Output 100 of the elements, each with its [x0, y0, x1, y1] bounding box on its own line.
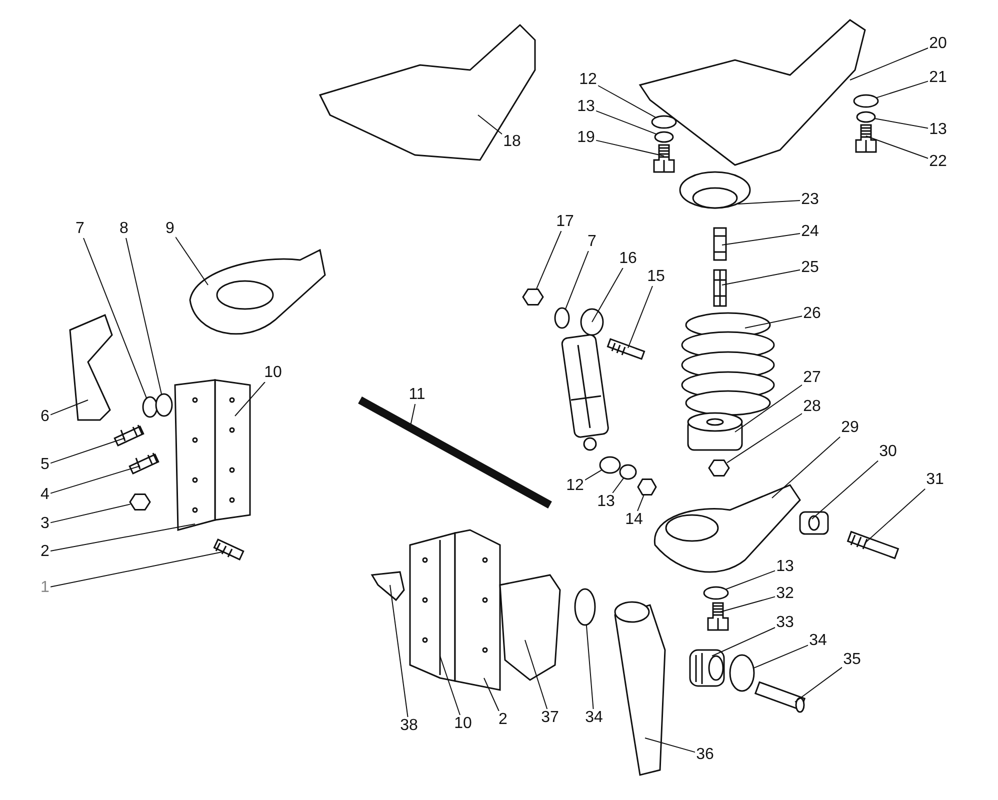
washer — [599, 456, 621, 474]
leader-line — [50, 400, 88, 416]
leader-line — [595, 140, 664, 156]
clamp-arm — [654, 484, 801, 573]
callout-number: 7 — [586, 233, 598, 251]
spring-cup — [679, 171, 751, 209]
leader-line — [720, 596, 776, 612]
leader-line — [536, 230, 562, 290]
callout-number: 27 — [802, 369, 822, 387]
callout-number: 8 — [118, 220, 130, 238]
washer — [651, 115, 677, 129]
shock-absorber — [560, 308, 610, 451]
leader-line — [584, 469, 602, 481]
leader-line — [83, 238, 148, 399]
nut — [637, 478, 657, 496]
leader-line — [722, 233, 801, 246]
callout-number: 11 — [408, 386, 426, 404]
leader-line — [50, 438, 126, 464]
callout-number: 15 — [646, 268, 666, 286]
clamp-arm — [189, 249, 326, 334]
washer — [142, 396, 158, 418]
bolt — [855, 124, 877, 153]
leader-line — [637, 494, 644, 512]
callout-number: 9 — [164, 220, 176, 238]
plate — [454, 529, 501, 691]
plate — [214, 379, 251, 521]
bracket — [499, 574, 561, 681]
washer — [856, 111, 876, 123]
leader-line — [50, 524, 196, 552]
callout-number: 30 — [878, 443, 898, 461]
tab — [370, 571, 405, 602]
callout-number: 12 — [578, 71, 598, 89]
leader-line — [612, 477, 624, 494]
leader-line — [712, 627, 776, 656]
bushing — [689, 649, 725, 687]
nut — [522, 288, 544, 306]
leader-line — [725, 570, 776, 590]
stud — [713, 227, 727, 261]
leader-line — [50, 552, 222, 588]
leader-line — [592, 268, 624, 322]
callout-number: 7 — [74, 220, 86, 238]
leader-line — [524, 640, 548, 710]
bolt — [653, 144, 675, 173]
callout-number: 10 — [263, 364, 283, 382]
bushing — [799, 511, 829, 535]
leader-line — [484, 678, 500, 712]
lever-arm — [614, 601, 666, 776]
washer — [853, 94, 879, 108]
rubber-pad — [687, 412, 743, 451]
leader-line — [175, 236, 208, 286]
callout-number: 29 — [840, 419, 860, 437]
leader-line — [50, 466, 140, 494]
callout-number: 35 — [842, 651, 862, 669]
nut — [708, 459, 730, 477]
leader-line — [726, 413, 803, 464]
washer — [729, 654, 755, 692]
leader-line — [874, 118, 929, 129]
washer — [554, 307, 570, 329]
callout-number: 31 — [925, 471, 945, 489]
leader-line — [812, 460, 879, 520]
leader-line — [595, 110, 658, 135]
bolt — [707, 602, 729, 631]
leader-line — [440, 656, 460, 716]
washer — [574, 588, 596, 626]
leader-line — [234, 382, 266, 416]
leader-line — [850, 48, 929, 80]
callout-number: 16 — [618, 250, 638, 268]
washer — [654, 131, 674, 143]
coil-spring — [681, 312, 775, 416]
leader-line — [644, 738, 696, 753]
leader-line — [628, 286, 653, 348]
plate — [174, 379, 216, 531]
leader-line — [864, 488, 926, 544]
mounting-bracket — [638, 19, 866, 166]
leader-line — [597, 85, 656, 118]
nut — [129, 493, 151, 511]
plate — [409, 532, 456, 682]
leader-line — [586, 624, 594, 710]
callout-number: 28 — [802, 398, 822, 416]
leader-line — [876, 80, 929, 98]
callout-number: 17 — [555, 213, 575, 231]
bracket — [69, 314, 113, 421]
leader-line — [744, 316, 803, 328]
leader-line — [722, 269, 801, 286]
leader-line — [738, 200, 801, 204]
leader-line — [126, 238, 162, 395]
leader-line — [390, 584, 408, 718]
leader-line — [734, 384, 803, 432]
leader-line — [564, 250, 589, 310]
mounting-bracket — [318, 24, 536, 161]
washer — [155, 393, 173, 417]
leader-line — [753, 644, 809, 669]
leader-line — [50, 504, 131, 524]
spacer-sleeve — [713, 269, 727, 307]
washer — [703, 586, 729, 600]
leader-line — [478, 114, 503, 135]
washer — [619, 464, 637, 480]
leader-line — [866, 136, 929, 159]
leader-line — [794, 666, 843, 702]
leader-line — [772, 436, 841, 498]
